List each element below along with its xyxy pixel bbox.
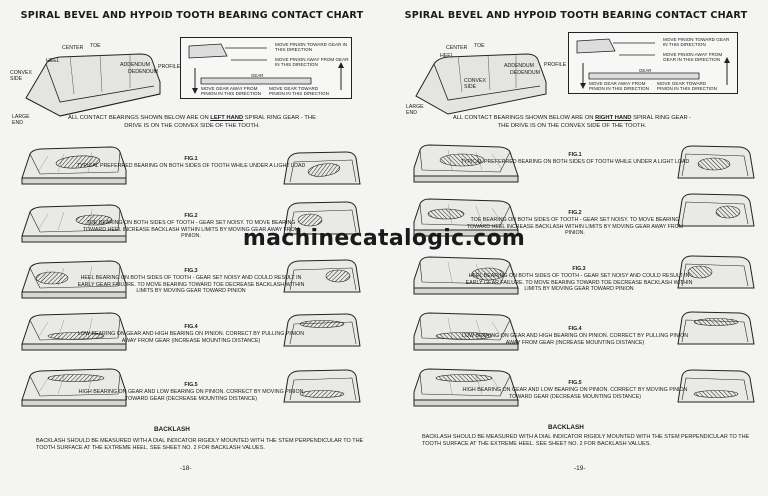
gear-tooth-diagram <box>415 53 547 115</box>
dedendum-label: DEDENDUM <box>128 69 158 75</box>
move-gear-away-text: MOVE GEAR AWAY FROM PINION IN THIS DIREC… <box>589 81 649 92</box>
backlash-text: BACKLASH SHOULD BE MEASURED WITH A DIAL … <box>422 434 750 448</box>
intro-text: ALL CONTACT BEARINGS SHOWN BELOW ARE ON … <box>68 115 316 129</box>
fig3-pinion-tooth <box>677 255 755 289</box>
large-end-label: LARGE END <box>12 114 30 126</box>
fig2-gear-tooth <box>413 198 519 237</box>
fig5-number: FIG.5 <box>184 382 198 388</box>
fig5-pinion-tooth <box>283 369 361 403</box>
backlash-text: BACKLASH SHOULD BE MEASURED WITH A DIAL … <box>36 438 364 452</box>
gear-label: GEAR <box>251 73 264 78</box>
fig1-gear-tooth <box>413 144 519 183</box>
fig2-number: FIG.2 <box>184 213 198 219</box>
fig1-number: FIG.1 <box>184 156 198 162</box>
fig5-gear-tooth <box>413 368 519 407</box>
fig5-number: FIG.5 <box>568 380 582 386</box>
move-gear-toward-text: MOVE GEAR TOWARD PINION IN THIS DIRECTIO… <box>269 86 329 97</box>
fig1-gear-tooth <box>21 146 127 185</box>
dedendum-label: DEDENDUM <box>510 70 540 76</box>
fig2-pinion-tooth <box>677 193 755 227</box>
page-title: SPIRAL BEVEL AND HYPOID TOOTH BEARING CO… <box>20 10 364 21</box>
center-label: CENTER <box>62 45 84 51</box>
fig4-pinion-tooth <box>677 311 755 345</box>
fig4-number: FIG.4 <box>568 326 582 332</box>
convex-side-label: CONVEX SIDE <box>464 78 486 90</box>
hand-label: RIGHT HAND <box>595 115 632 121</box>
fig5-pinion-tooth <box>677 369 755 403</box>
move-gear-away-text: MOVE GEAR AWAY FROM PINION IN THIS DIREC… <box>201 86 261 97</box>
fig2-gear-tooth <box>21 204 127 243</box>
fig5-gear-tooth <box>21 368 127 407</box>
fig2-pinion-tooth <box>283 201 361 235</box>
addendum-label: ADDENDUM <box>120 62 150 68</box>
backlash-heading: BACKLASH <box>154 426 190 433</box>
move-pinion-away-text: MOVE PINION AWAY FROM GEAR IN THIS DIREC… <box>663 52 723 63</box>
page-number: -19- <box>574 465 586 472</box>
page-title: SPIRAL BEVEL AND HYPOID TOOTH BEARING CO… <box>404 10 748 21</box>
fig1-pinion-tooth <box>677 145 755 179</box>
fig4-number: FIG.4 <box>184 324 198 330</box>
addendum-label: ADDENDUM <box>504 63 534 69</box>
gear-label: GEAR <box>639 68 652 73</box>
toe-label: TOE <box>474 43 485 49</box>
direction-box: MOVE PINION TOWARD GEAR IN THIS DIRECTIO… <box>180 37 352 99</box>
fig1-number: FIG.1 <box>568 152 582 158</box>
move-pinion-toward-text: MOVE PINION TOWARD GEAR IN THIS DIRECTIO… <box>663 37 730 48</box>
convex-side-label: CONVEX SIDE <box>10 70 32 82</box>
watermark-text: machinecatalogic.com <box>242 226 526 251</box>
heel-label: HEEL <box>440 53 454 59</box>
move-gear-toward-text: MOVE GEAR TOWARD PINION IN THIS DIRECTIO… <box>657 81 717 92</box>
fig3-gear-tooth <box>21 260 127 299</box>
fig3-number: FIG.3 <box>572 266 586 272</box>
page-number: -18- <box>180 465 192 472</box>
profile-label: PROFILE <box>158 64 181 70</box>
fig2-number: FIG.2 <box>568 210 582 216</box>
gear-tooth-diagram <box>25 53 161 117</box>
intro-text: ALL CONTACT BEARINGS SHOWN BELOW ARE ON … <box>452 115 692 129</box>
heel-label: HEEL <box>46 58 60 64</box>
fig4-pinion-tooth <box>283 313 361 347</box>
fig4-gear-tooth <box>413 312 519 351</box>
fig3-number: FIG.3 <box>184 268 198 274</box>
large-end-label: LARGE END <box>406 104 424 116</box>
direction-box: MOVE PINION TOWARD GEAR IN THIS DIRECTIO… <box>568 32 738 94</box>
move-pinion-toward-text: MOVE PINION TOWARD GEAR IN THIS DIRECTIO… <box>275 42 348 53</box>
hand-label: LEFT HAND <box>210 115 244 121</box>
toe-label: TOE <box>90 43 101 49</box>
backlash-heading: BACKLASH <box>548 424 584 431</box>
fig1-pinion-tooth <box>283 151 361 185</box>
right-page: SPIRAL BEVEL AND HYPOID TOOTH BEARING CO… <box>384 0 768 496</box>
fig4-gear-tooth <box>21 312 127 351</box>
move-pinion-away-text: MOVE PINION AWAY FROM GEAR IN THIS DIREC… <box>275 57 349 68</box>
center-label: CENTER <box>446 45 468 51</box>
profile-label: PROFILE <box>544 62 567 68</box>
fig3-pinion-tooth <box>283 259 361 293</box>
fig3-gear-tooth <box>413 256 519 295</box>
left-page: SPIRAL BEVEL AND HYPOID TOOTH BEARING CO… <box>10 10 364 472</box>
